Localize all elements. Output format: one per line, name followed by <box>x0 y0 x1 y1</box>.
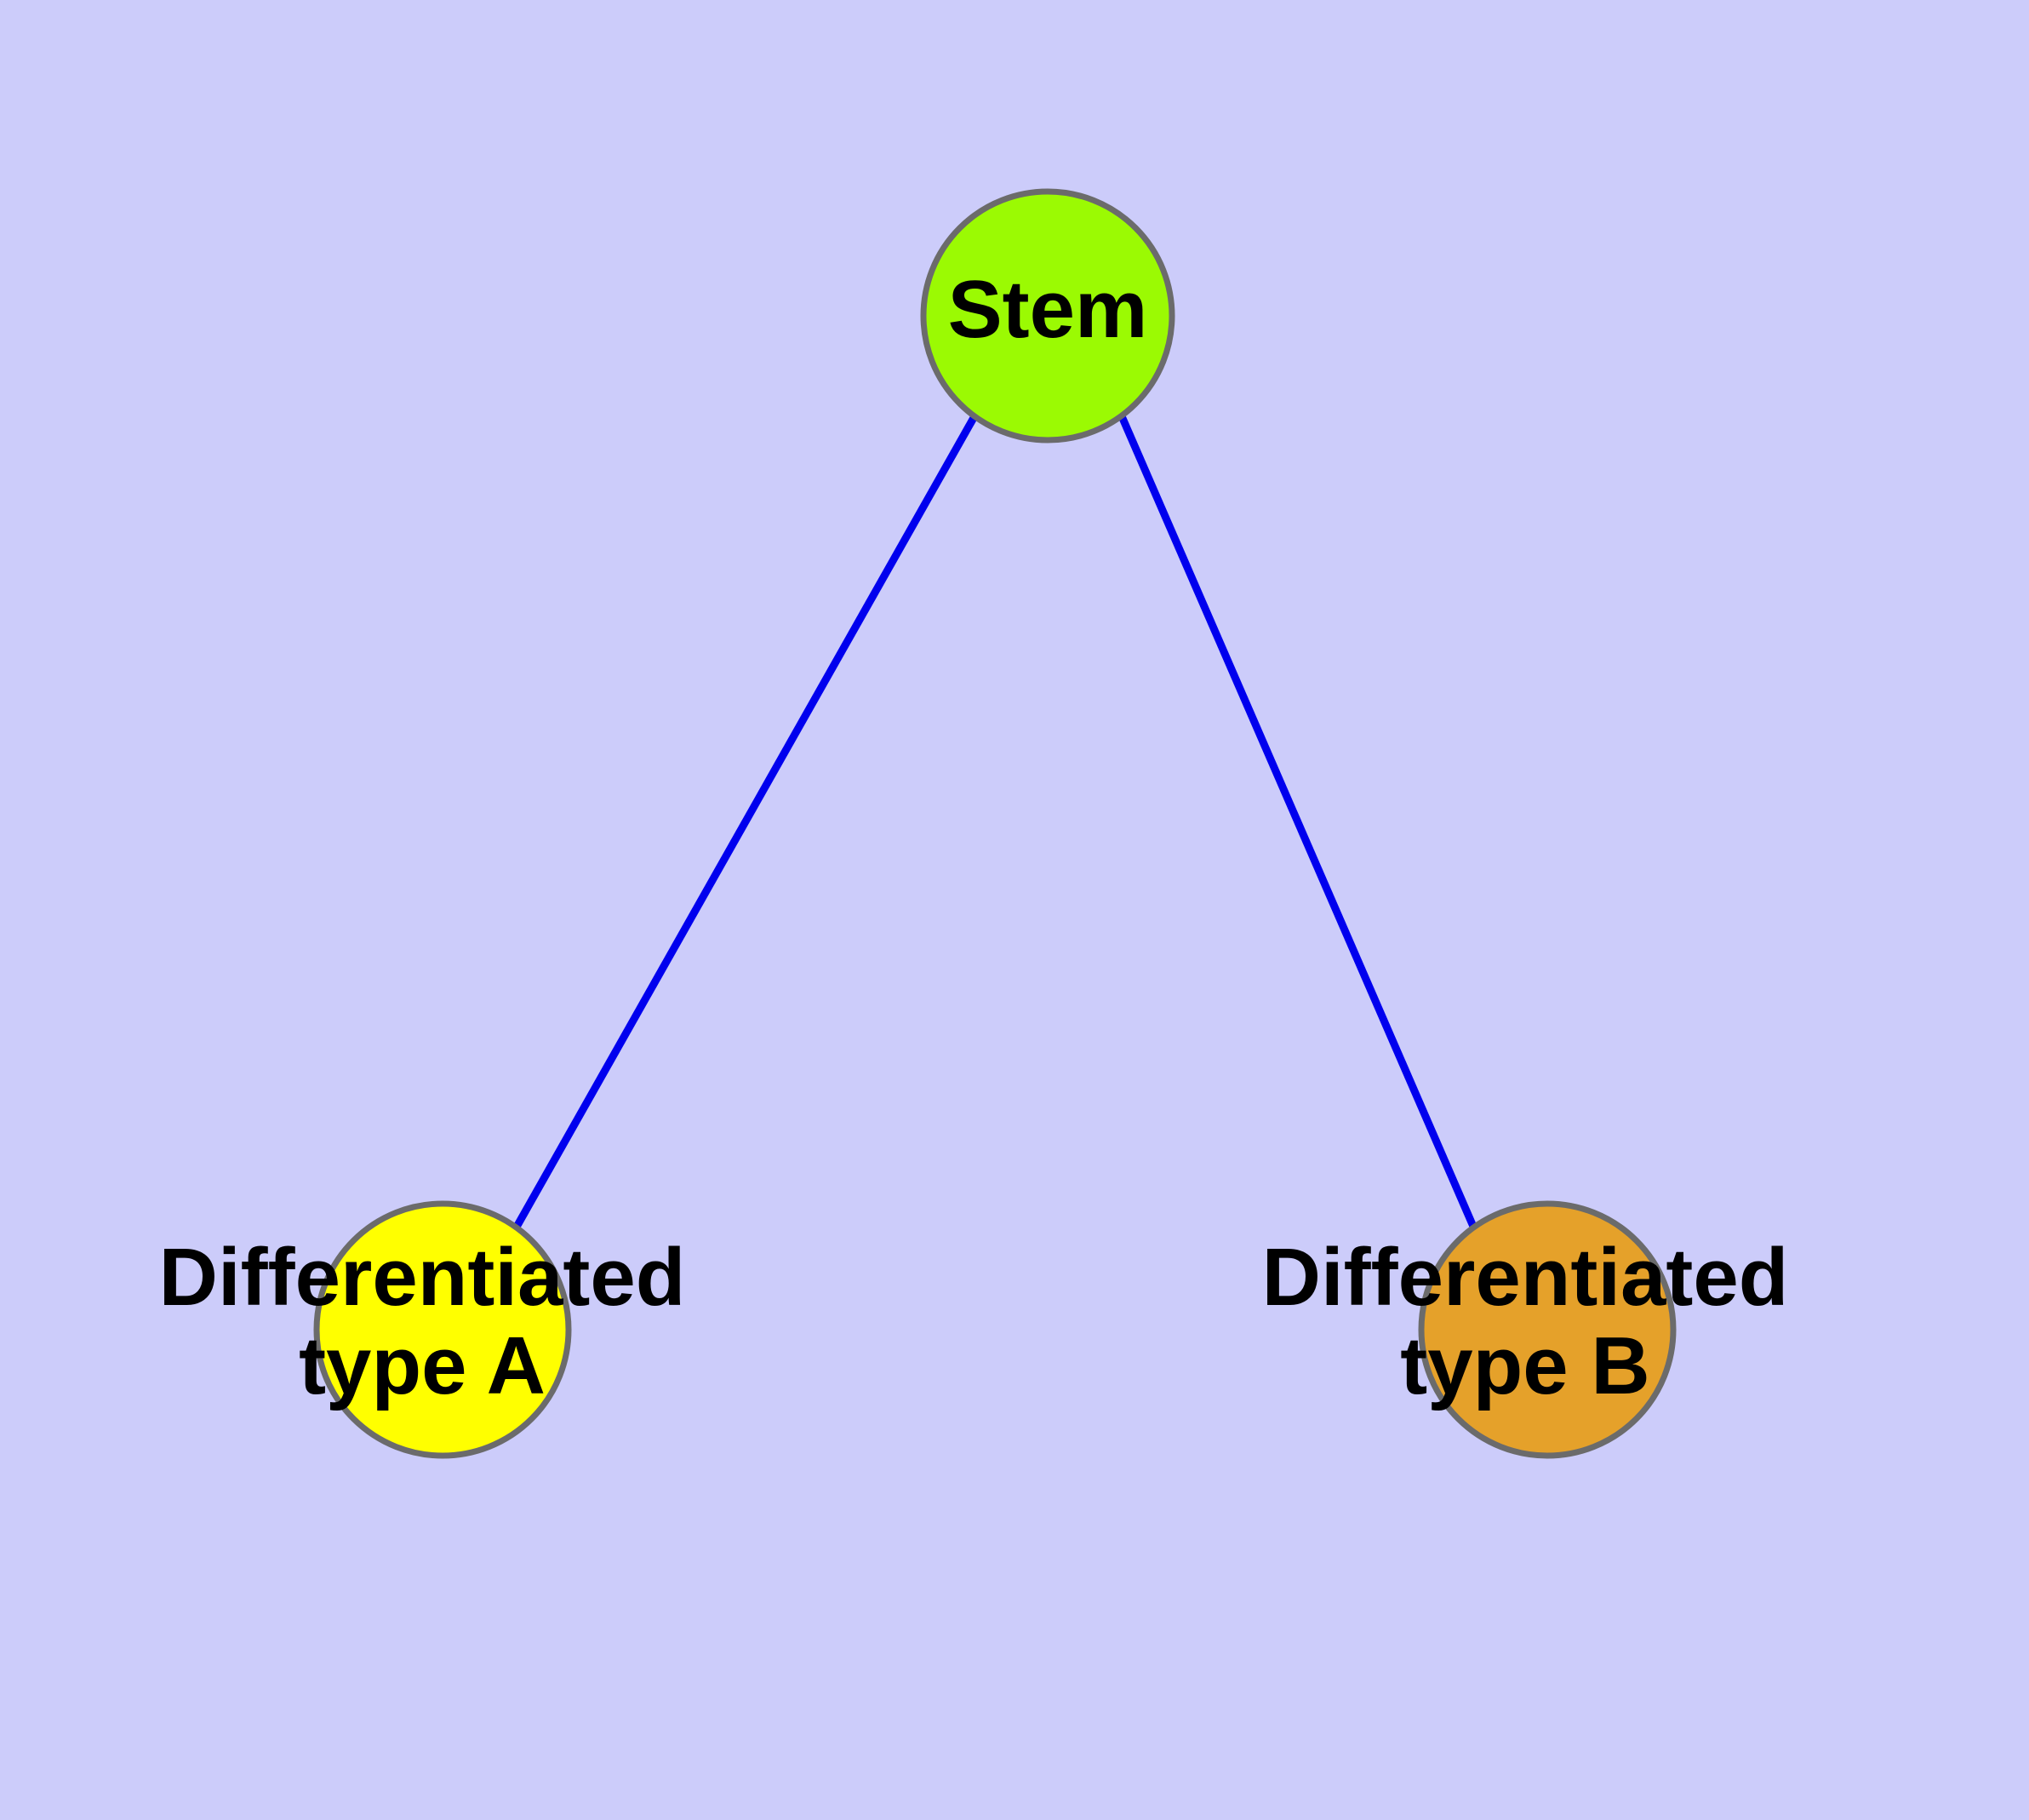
graph-node-stem[interactable] <box>920 188 1175 444</box>
label-line: type B <box>1400 1320 1649 1411</box>
graph-edge-stem-to-diff_b <box>1117 415 1478 1230</box>
graph-node-label-stem: Stem <box>948 264 1148 355</box>
label-line: Stem <box>948 264 1148 355</box>
graph-node-diff_b[interactable] <box>1418 1200 1677 1459</box>
label-line: type A <box>299 1320 546 1411</box>
edges-group <box>512 414 1478 1231</box>
graph-edge-stem-to-diff_a <box>512 414 978 1231</box>
graph-node-diff_a[interactable] <box>313 1200 572 1459</box>
label-line: Differentiated <box>159 1232 686 1323</box>
label-line: Differentiated <box>1262 1232 1789 1323</box>
nodes-group <box>313 188 1677 1459</box>
